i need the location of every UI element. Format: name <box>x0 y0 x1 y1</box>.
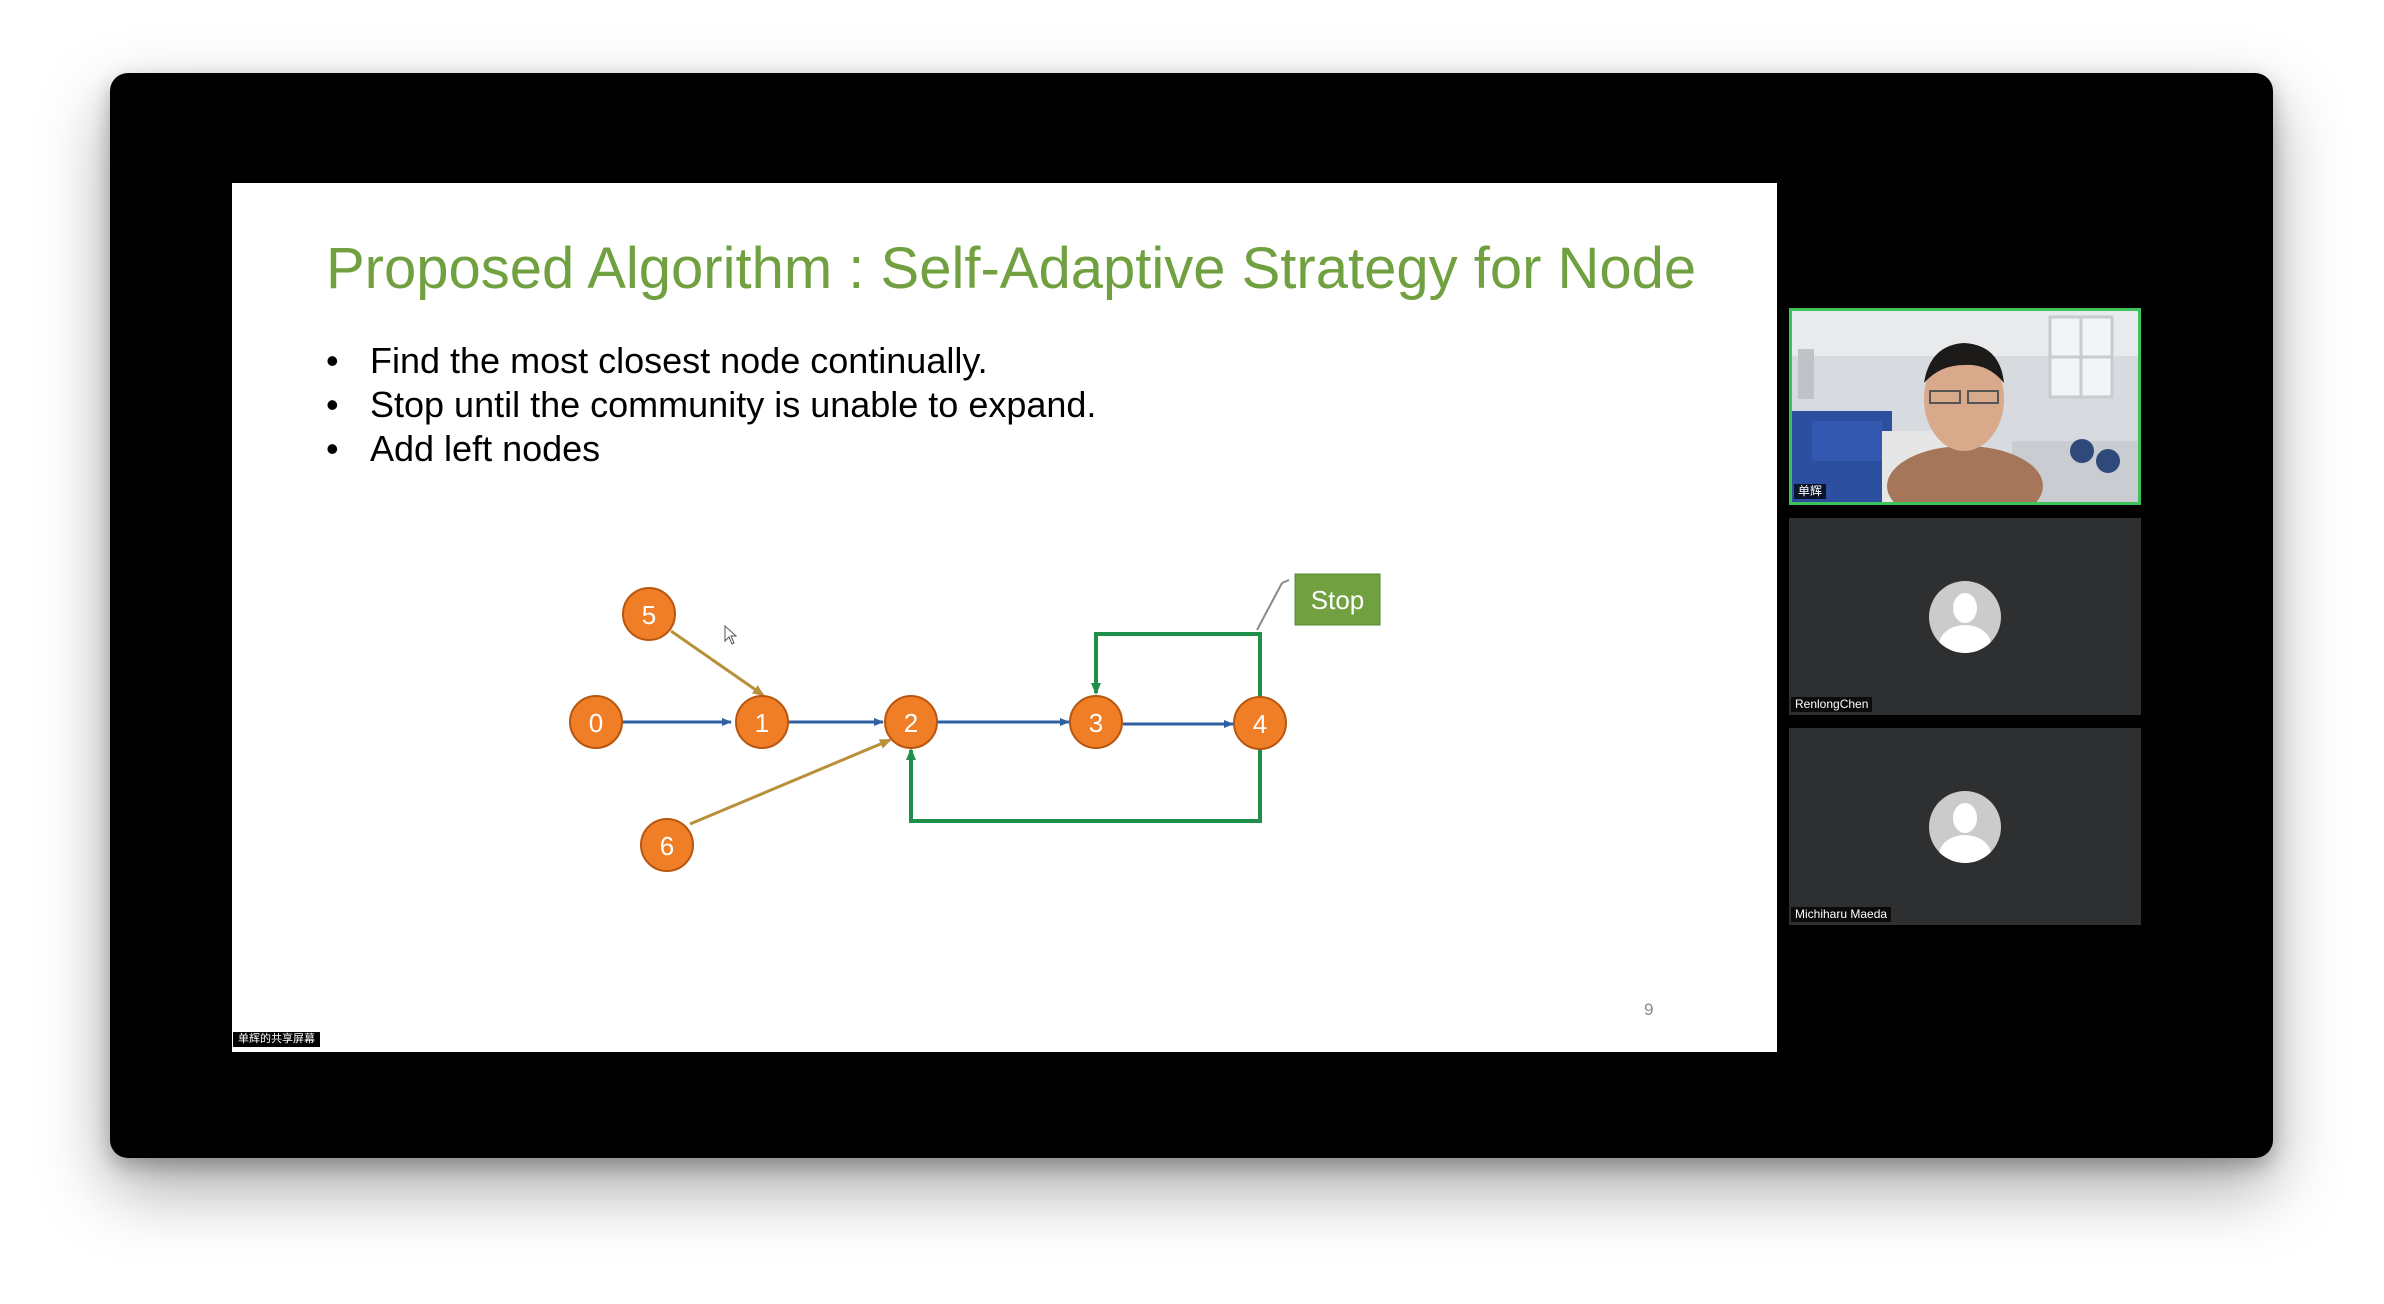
page-number: 9 <box>1644 1000 1654 1019</box>
bullet-marker: • <box>326 384 339 425</box>
edge-4-2-loop <box>906 748 1262 823</box>
screen-share-label: 单辉的共享屏幕 <box>233 1032 320 1047</box>
shared-slide: Proposed Algorithm : Self-Adaptive Strat… <box>232 183 1777 1052</box>
node-6: 6 <box>640 818 694 872</box>
bullet-text: Find the most closest node continually. <box>370 340 988 381</box>
bullet-text: Stop until the community is unable to ex… <box>370 384 1097 425</box>
bullet-marker: • <box>326 428 339 469</box>
node-1: 1 <box>735 695 789 749</box>
node-2: 2 <box>884 695 938 749</box>
node-1-label: 1 <box>755 708 769 738</box>
node-2-label: 2 <box>904 708 918 738</box>
participant-tile-video[interactable]: 单辉 <box>1789 308 2141 505</box>
slide-title: Proposed Algorithm : Self-Adaptive Strat… <box>326 236 1697 301</box>
participant-name: 单辉 <box>1794 484 1827 499</box>
node-0: 0 <box>569 695 623 749</box>
node-5: 5 <box>622 587 676 641</box>
participant-tile[interactable]: RenlongChen <box>1789 518 2141 715</box>
avatar-placeholder-icon <box>1929 581 2001 653</box>
bullet-item: • Find the most closest node continually… <box>326 339 1096 383</box>
edge-6-2 <box>689 738 892 826</box>
node-3: 3 <box>1069 695 1123 749</box>
node-4: 4 <box>1233 696 1287 750</box>
avatar-placeholder-icon <box>1929 791 2001 863</box>
stop-label: Stop <box>1311 585 1365 615</box>
node-5-label: 5 <box>642 600 656 630</box>
mouse-cursor-icon <box>724 624 738 645</box>
stop-box <box>1294 573 1381 626</box>
node-0-label: 0 <box>589 708 603 738</box>
bullet-list: • Find the most closest node continually… <box>326 339 1096 471</box>
stop-callout-tick <box>1281 579 1290 584</box>
node-3-label: 3 <box>1089 708 1103 738</box>
edge-5-1 <box>670 629 765 697</box>
participant-name: Michiharu Maeda <box>1791 907 1892 922</box>
bullet-item: • Stop until the community is unable to … <box>326 383 1096 427</box>
video-feed <box>1792 311 2138 502</box>
participant-name: RenlongChen <box>1791 697 1873 712</box>
stop-callout-line <box>1256 582 1283 631</box>
participant-tile[interactable]: Michiharu Maeda <box>1789 728 2141 925</box>
node-6-label: 6 <box>660 831 674 861</box>
bullet-marker: • <box>326 340 339 381</box>
bullet-text: Add left nodes <box>370 428 601 469</box>
node-4-label: 4 <box>1253 709 1267 739</box>
edge-4-3-loop <box>1091 632 1262 700</box>
graph-diagram: Stop 0 1 2 3 4 5 6 <box>569 573 1381 872</box>
bullet-item: • Add left nodes <box>326 427 1096 471</box>
